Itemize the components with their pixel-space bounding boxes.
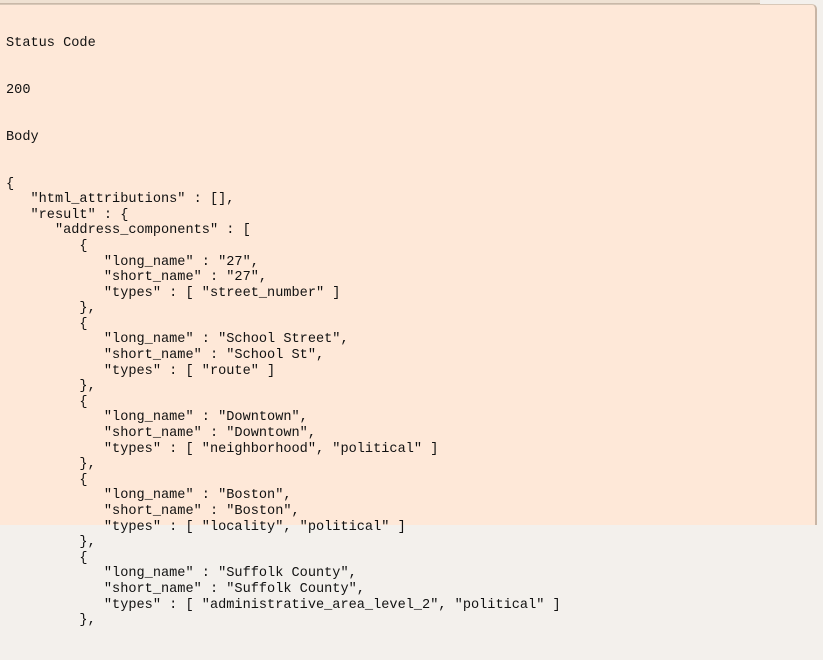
json-line: { — [6, 394, 88, 410]
json-line: }, — [6, 301, 96, 317]
status-code-label: Status Code — [6, 36, 96, 52]
json-line: "result" : { — [6, 207, 129, 223]
json-line: { — [6, 472, 88, 488]
json-line: }, — [6, 613, 96, 629]
json-line: "address_components" : [ — [6, 223, 251, 239]
response-content: Status Code 200 Body { "html_attribution… — [6, 5, 561, 660]
json-body: { "html_attributions" : [], "result" : {… — [6, 177, 561, 629]
json-line: }, — [6, 457, 96, 473]
response-panel[interactable]: Status Code 200 Body { "html_attribution… — [0, 4, 817, 628]
json-line: { — [6, 176, 15, 192]
json-line: "long_name" : "Downtown", — [6, 410, 308, 426]
json-line: }, — [6, 379, 96, 395]
top-toolbar-edge — [0, 0, 760, 4]
json-line: "long_name" : "27", — [6, 254, 259, 270]
json-line: "short_name" : "Suffolk County", — [6, 581, 365, 597]
json-line: "short_name" : "Boston", — [6, 504, 300, 519]
json-line: "long_name" : "Suffolk County", — [6, 566, 357, 582]
json-line: "types" : [ "administrative_area_level_2… — [6, 597, 561, 613]
json-line: { — [6, 550, 88, 566]
json-line: "short_name" : "School St", — [6, 348, 325, 364]
json-line: { — [6, 238, 88, 254]
json-line: "html_attributions" : [], — [6, 192, 235, 208]
json-line: "short_name" : "Downtown", — [6, 426, 316, 442]
json-line: "long_name" : "Boston", — [6, 488, 292, 504]
json-line: "types" : [ "neighborhood", "political" … — [6, 441, 439, 457]
json-line: "types" : [ "route" ] — [6, 363, 276, 379]
json-line: "long_name" : "School Street", — [6, 332, 349, 348]
json-line: "types" : [ "street_number" ] — [6, 285, 341, 301]
status-code-value: 200 — [6, 82, 31, 98]
json-line: }, — [6, 535, 96, 551]
json-line: "short_name" : "27", — [6, 270, 268, 286]
json-line: { — [6, 316, 88, 332]
body-label: Body — [6, 129, 39, 145]
json-line: "types" : [ "locality", "political" ] — [6, 519, 406, 535]
